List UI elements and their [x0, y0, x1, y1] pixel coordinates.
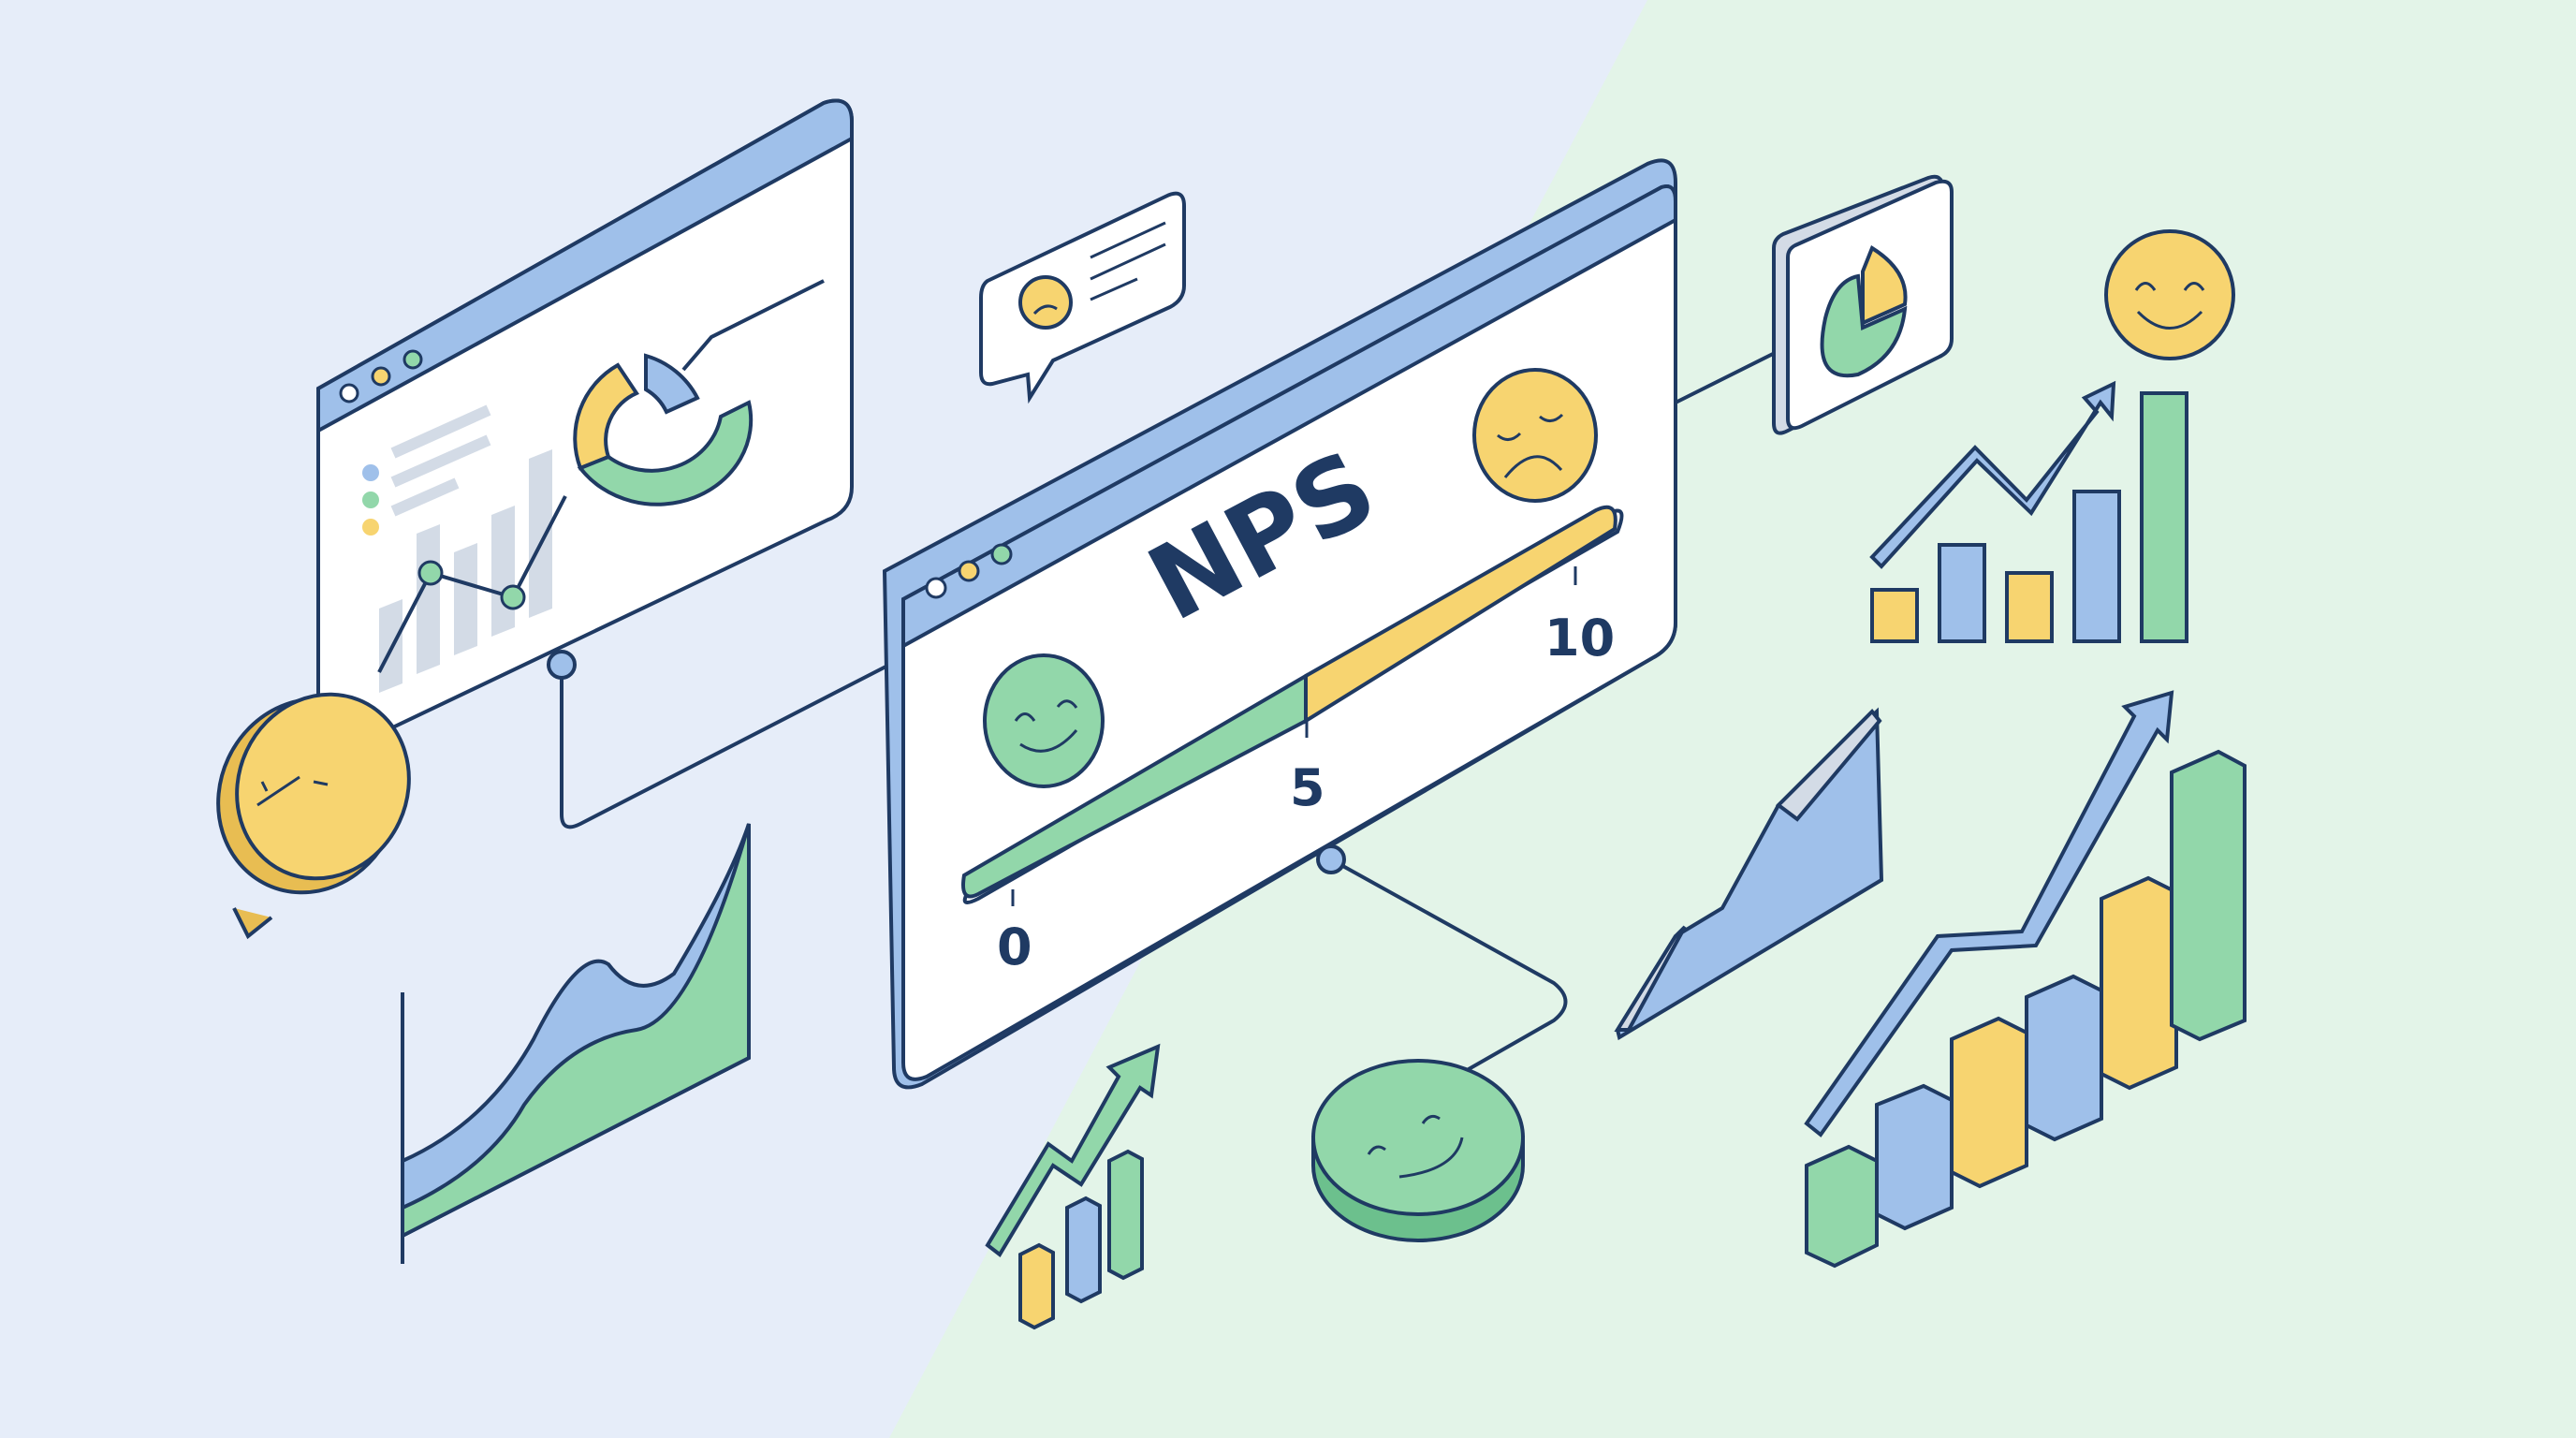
area-chart-3d-icon: [1614, 707, 1884, 1041]
sad-speech-bubble-icon: [216, 692, 411, 940]
pie-chart-card-icon: [1772, 174, 1954, 435]
connector-node: [547, 650, 577, 680]
window-dot-white: [925, 577, 947, 599]
bar-chart-icon: [1869, 380, 2188, 643]
smiley-happy-icon: [983, 653, 1105, 788]
happy-coin-icon: [1311, 1059, 1525, 1242]
score-bar: [961, 505, 1624, 906]
smiley-sad-icon: [1472, 368, 1598, 503]
scale-min-label: 0: [997, 917, 1032, 976]
scale-max-label: 10: [1544, 609, 1615, 668]
legend: [362, 404, 491, 536]
nps-window: NPS 0 5 10: [882, 158, 1677, 1090]
window-dot-green: [990, 543, 1013, 565]
line-chart-icon: [377, 449, 567, 693]
feedback-bubble: [979, 191, 1186, 404]
smiley-sad-icon: [1018, 275, 1073, 330]
window-dot-yellow: [371, 366, 391, 387]
connector-node: [1316, 844, 1346, 874]
dashboard-window: [316, 98, 854, 767]
window-dot-green: [402, 349, 423, 370]
scale-mid-label: 5: [1290, 758, 1325, 817]
trend-arrow-icon: [985, 1043, 1161, 1330]
area-chart-icon: [401, 823, 751, 1264]
bar-chart-3d-icon: [1804, 690, 2247, 1269]
donut-chart-icon: [573, 279, 825, 506]
window-dot-yellow: [958, 560, 980, 582]
window-dot-white: [339, 383, 359, 404]
smiley-happy-icon: [2104, 229, 2235, 360]
